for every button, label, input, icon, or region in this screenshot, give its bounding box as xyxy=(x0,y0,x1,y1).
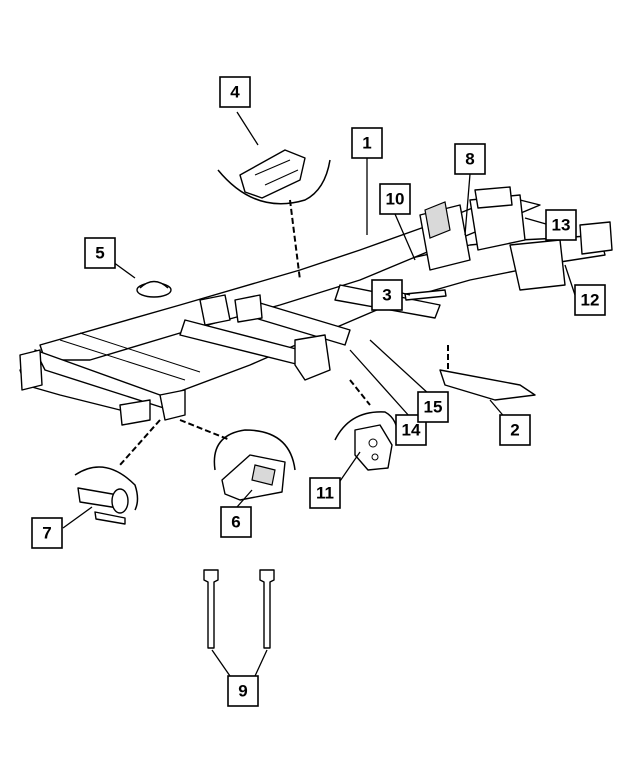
callout-7-label: 7 xyxy=(42,524,51,543)
callout-1: 1 xyxy=(351,127,383,159)
callout-12-label: 12 xyxy=(581,291,600,310)
callout-10: 10 xyxy=(379,183,411,215)
detail-mount-6 xyxy=(213,429,296,501)
callout-9-label: 9 xyxy=(238,682,247,701)
callout-12: 12 xyxy=(574,284,606,316)
callout-13-label: 13 xyxy=(552,216,571,235)
callout-11: 11 xyxy=(309,477,341,509)
detail-plate-11 xyxy=(334,411,399,471)
callout-15-label: 15 xyxy=(424,398,443,417)
detail-pin-7 xyxy=(74,466,139,525)
frame-assembly xyxy=(19,186,613,466)
callout-6-label: 6 xyxy=(231,513,240,532)
callout-5: 5 xyxy=(84,237,116,269)
callout-14-label: 14 xyxy=(402,421,421,440)
callout-3-label: 3 xyxy=(382,286,391,305)
detail-cap-5 xyxy=(136,280,172,298)
callout-10-label: 10 xyxy=(386,190,405,209)
detail-bolts-9 xyxy=(203,569,275,649)
callout-9: 9 xyxy=(227,675,259,707)
callout-6: 6 xyxy=(220,506,252,538)
detail-bracket-4 xyxy=(217,149,331,205)
callout-3: 3 xyxy=(371,279,403,311)
callout-8-label: 8 xyxy=(465,150,474,169)
callout-1-label: 1 xyxy=(362,134,371,153)
callout-11-label: 11 xyxy=(316,484,334,503)
callout-7: 7 xyxy=(31,517,63,549)
callout-8: 8 xyxy=(454,143,486,175)
callout-4-label: 4 xyxy=(230,83,240,102)
callout-2: 2 xyxy=(499,414,531,446)
callout-5-label: 5 xyxy=(95,244,104,263)
callout-4: 4 xyxy=(219,76,251,108)
callout-13: 13 xyxy=(545,209,577,241)
callout-15: 15 xyxy=(417,391,449,423)
callout-14: 14 xyxy=(395,414,427,446)
callout-2-label: 2 xyxy=(510,421,519,440)
